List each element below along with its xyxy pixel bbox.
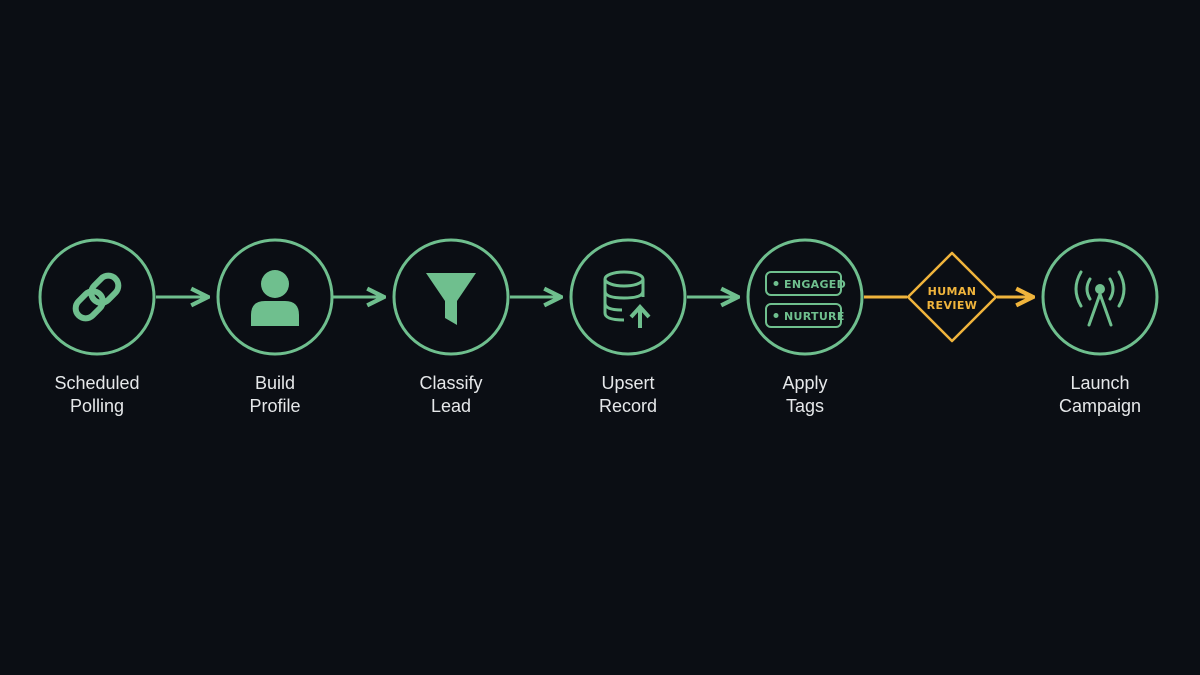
broadcast-antenna-icon	[1074, 270, 1126, 327]
step-label-build-profile: Build Profile	[249, 373, 301, 416]
database-upload-icon	[603, 270, 651, 328]
step-node-scheduled-polling	[38, 238, 156, 356]
tag-label-engaged: ENGAGED	[784, 278, 846, 291]
human-review-gate: HUMAN REVIEW	[906, 251, 998, 343]
review-label-line2: REVIEW	[927, 299, 978, 312]
user-profile-icon	[251, 270, 299, 326]
step-node-apply-tags: ENGAGED NURTURE	[746, 238, 864, 356]
chain-link-icon	[72, 272, 122, 322]
step-node-classify-lead	[392, 238, 510, 356]
step-node-launch-campaign	[1041, 238, 1159, 356]
step-label-scheduled-polling: Scheduled Polling	[54, 373, 140, 416]
step-label-upsert-record: Upsert Record	[598, 373, 658, 416]
tag-chip	[765, 303, 842, 328]
step-node-build-profile	[216, 238, 334, 356]
step-node-upsert-record	[569, 238, 687, 356]
step-label-classify-lead: Classify Lead	[419, 373, 483, 416]
step-label-launch-campaign: Launch Campaign	[1058, 373, 1142, 416]
step-label-apply-tags: Apply Tags	[782, 373, 828, 416]
funnel-icon	[426, 273, 476, 325]
review-label-line1: HUMAN	[928, 285, 977, 298]
tags-icon: ENGAGED NURTURE	[765, 271, 846, 328]
tag-chip	[765, 271, 842, 296]
tag-label-nurture: NURTURE	[784, 310, 845, 323]
